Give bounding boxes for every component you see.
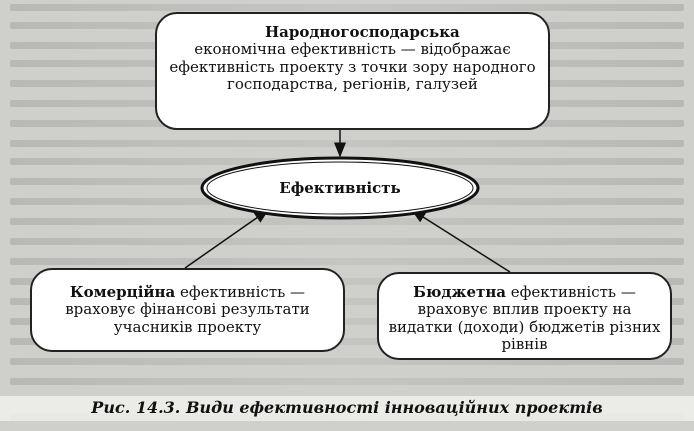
node-commercial-title: Комерційна [69, 283, 176, 301]
center-label: Ефективність [279, 179, 401, 197]
center-ellipse-outer [200, 156, 480, 220]
node-budget-efficiency: Бюджетна ефективність — враховує вплив п… [377, 272, 672, 360]
arrow-budget-to-center [410, 209, 511, 273]
node-national-body: економічна ефективність — відображає ефе… [169, 40, 536, 93]
arrow-commercial-to-center [184, 209, 270, 269]
node-commercial-efficiency: Комерційна ефективність — враховує фінан… [30, 268, 345, 352]
node-budget-title: Бюджетна [413, 283, 507, 301]
node-national-title: Народногосподарська [265, 23, 460, 41]
figure-caption: Рис. 14.3. Види ефективності інноваційни… [0, 396, 694, 421]
node-budget-body: враховує вплив проекту на видатки (доход… [388, 300, 661, 353]
node-national-efficiency: Народногосподарська економічна ефективні… [155, 12, 550, 130]
node-budget-inline: ефективність — [506, 283, 636, 301]
center-ellipse-inner [206, 161, 474, 215]
node-commercial-body: враховує фінансові результати учасників … [65, 300, 310, 336]
node-commercial-inline: ефективність — [175, 283, 306, 301]
